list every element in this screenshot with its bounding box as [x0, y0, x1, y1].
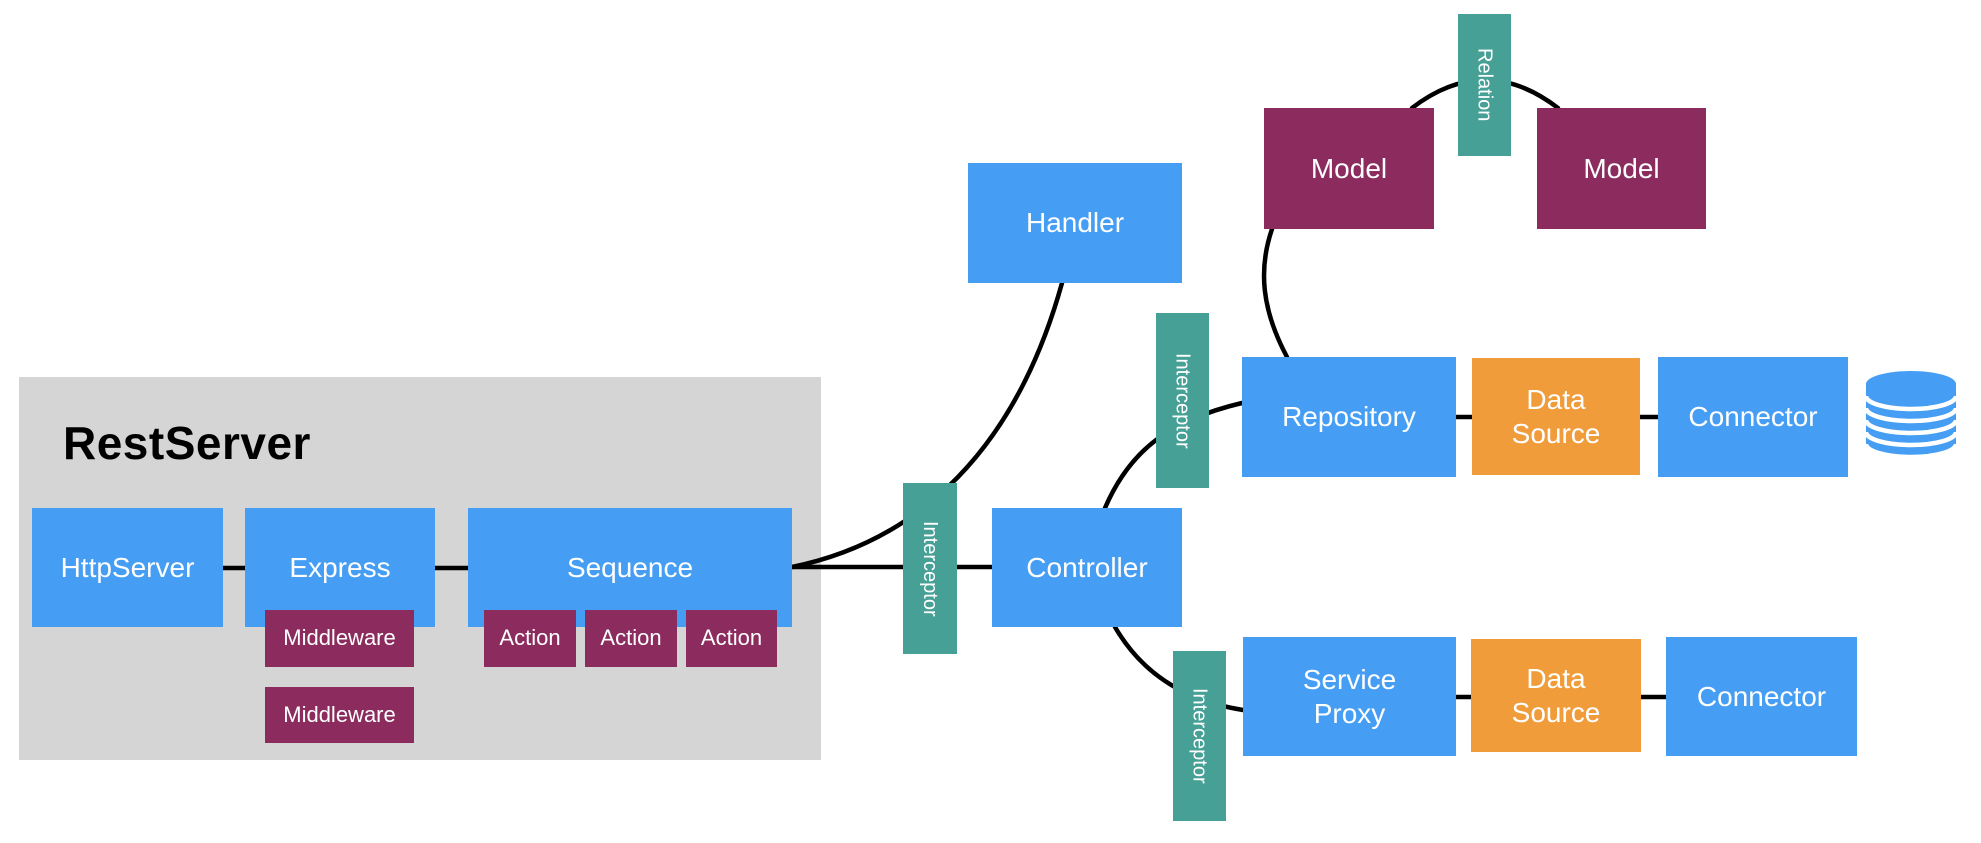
node-serviceproxy: Service Proxy	[1243, 637, 1456, 756]
node-interceptor-2-label: Interceptor	[1171, 352, 1194, 449]
rest-server-title: RestServer	[63, 417, 311, 469]
node-interceptor-3: Interceptor	[1173, 651, 1226, 821]
node-express-label: Express	[289, 551, 391, 583]
node-sequence-label: Sequence	[566, 551, 694, 583]
node-datasource-1-label: Data Source	[1511, 383, 1601, 449]
node-middleware-2: Middleware	[265, 687, 414, 743]
node-action-1: Action	[484, 610, 576, 667]
node-action-1-label: Action	[499, 625, 561, 651]
node-model-1-label: Model	[1310, 152, 1388, 184]
node-repository: Repository	[1242, 357, 1456, 477]
edge-repository-model	[1261, 226, 1290, 360]
node-handler-label: Handler	[1025, 207, 1125, 239]
node-relation-label: Relation	[1473, 48, 1496, 122]
node-interceptor-2: Interceptor	[1156, 313, 1209, 488]
node-action-3: Action	[686, 610, 777, 667]
node-model-2-label: Model	[1583, 152, 1660, 184]
node-model-1: Model	[1264, 108, 1434, 229]
node-datasource-2: Data Source	[1471, 639, 1641, 752]
node-express: Express	[245, 508, 435, 627]
node-interceptor-1: Interceptor	[903, 483, 957, 654]
node-controller: Controller	[992, 508, 1182, 627]
node-connector-2-label: Connector	[1696, 680, 1827, 712]
node-connector-1-label: Connector	[1688, 401, 1818, 433]
node-connector-2: Connector	[1666, 637, 1857, 756]
node-httpserver: HttpServer	[32, 508, 223, 627]
node-datasource-1: Data Source	[1472, 358, 1640, 475]
node-interceptor-3-label: Interceptor	[1188, 688, 1211, 784]
database-icon	[1865, 371, 1957, 460]
node-controller-label: Controller	[1026, 551, 1148, 583]
edge-controller-repository	[1102, 400, 1245, 511]
node-middleware-1-label: Middleware	[283, 625, 396, 651]
node-action-2-label: Action	[600, 625, 662, 651]
node-httpserver-label: HttpServer	[60, 551, 195, 583]
node-relation: Relation	[1458, 14, 1511, 156]
node-middleware-1: Middleware	[265, 610, 414, 667]
node-action-2: Action	[585, 610, 677, 667]
node-connector-1: Connector	[1658, 357, 1848, 477]
node-middleware-2-label: Middleware	[283, 701, 396, 727]
node-action-3-label: Action	[700, 625, 763, 651]
node-interceptor-1-label: Interceptor	[919, 520, 941, 617]
node-repository-label: Repository	[1282, 401, 1416, 433]
node-datasource-2-label: Data Source	[1511, 662, 1601, 728]
node-serviceproxy-label: Service Proxy	[1302, 663, 1397, 729]
node-sequence: Sequence	[468, 508, 792, 627]
node-handler: Handler	[968, 163, 1182, 283]
node-model-2: Model	[1537, 108, 1706, 229]
